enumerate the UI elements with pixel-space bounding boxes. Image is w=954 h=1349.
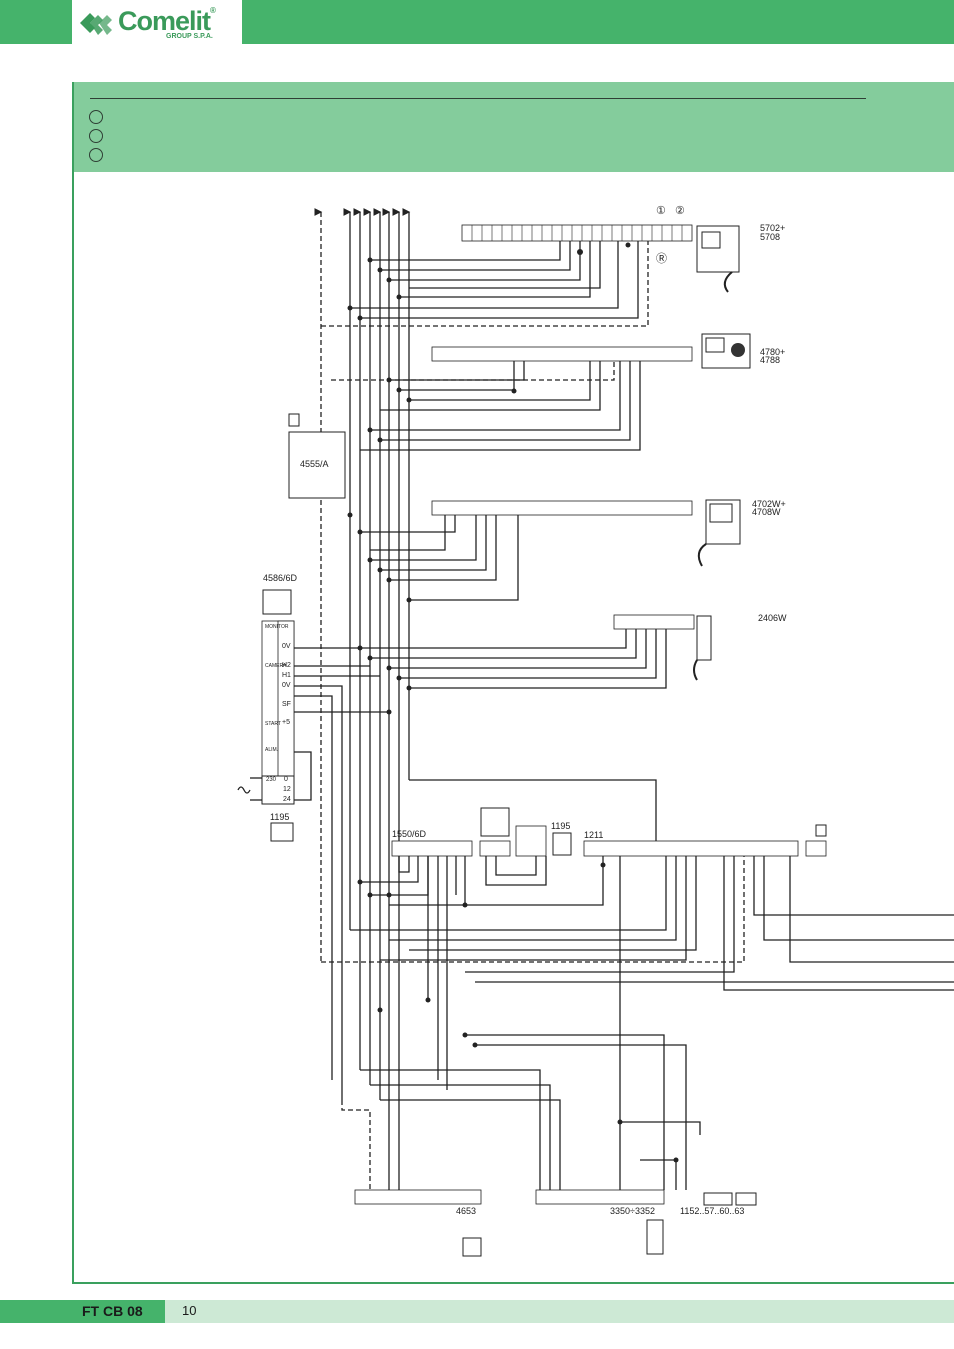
psu-side-label: MONITOR	[265, 624, 289, 630]
marker-2: ②	[675, 205, 685, 217]
psu-1550-icon	[480, 807, 510, 837]
wiring-4780	[331, 361, 641, 451]
lock-1152-icon	[703, 1192, 757, 1206]
label-4788: 4788	[760, 355, 780, 365]
psu-term-sf: SF	[282, 701, 291, 708]
keypad-3350-icon	[646, 1219, 664, 1255]
transformer-1195-b	[552, 832, 572, 856]
psu-side-label: CAMERA	[265, 663, 287, 669]
terminal-block-1211-aux	[805, 840, 827, 857]
psu-term-h1: H1	[282, 672, 291, 679]
transformer-1195-a	[270, 822, 294, 842]
label-1195-a: 1195	[270, 812, 289, 822]
label-4708w: 4708W	[752, 507, 781, 517]
legend-circle-3	[89, 148, 103, 162]
brand-sub: GROUP S.P.A.	[166, 33, 213, 40]
psu-term-0: 0	[284, 776, 288, 783]
wiring-4702w	[360, 515, 519, 601]
terminal-block-2406w	[613, 614, 712, 681]
psu-term-0v-b: 0V	[282, 682, 291, 689]
psu-term-5: +5	[282, 719, 290, 726]
terminal-block-1550	[391, 840, 473, 857]
psu-term-0v: 0V	[282, 643, 291, 650]
psu-side-label: START	[265, 721, 281, 727]
riser-bus	[314, 208, 411, 1180]
psu-term-12: 12	[283, 786, 291, 793]
wiring-2406w	[360, 629, 667, 689]
footer-code: FT CB 08	[82, 1303, 143, 1319]
label-4586: 4586/6D	[263, 573, 298, 583]
marker-1: ①	[656, 205, 666, 217]
label-1152: 1152..57..60..63	[680, 1206, 744, 1216]
panel-4653-icon	[462, 1237, 482, 1257]
legend-rule	[90, 98, 866, 99]
label-5708: 5708	[760, 232, 780, 242]
module-4555a	[288, 413, 346, 499]
brand-logo: Comelit® GROUP S.P.A.	[72, 0, 242, 44]
legend-panel	[74, 82, 954, 172]
label-4702w: 4702W+	[752, 499, 786, 509]
wiring-1550-1211	[321, 779, 954, 1190]
label-1211: 1211	[584, 830, 603, 840]
label-3350: 3350÷3352	[610, 1206, 655, 1216]
terminal-block-4702w	[431, 499, 741, 567]
footer-code-box: FT CB 08	[0, 1300, 165, 1323]
legend-circle-2	[89, 129, 103, 143]
label-1195-b: 1195	[551, 821, 570, 831]
junction-dots	[347, 242, 679, 1163]
label-4555a: 4555/A	[300, 459, 329, 469]
psu-term-24: 24	[283, 796, 291, 803]
psu-term-230: 230	[266, 777, 277, 783]
transformer-1195-b-terminals	[515, 825, 547, 857]
monitor-5702-icon	[696, 225, 740, 293]
label-2406w: 2406W	[758, 613, 787, 623]
footer-bar: FT CB 08 10	[0, 1300, 954, 1323]
terminal-block-5702	[461, 224, 693, 242]
marker-3: Ⓡ	[656, 252, 667, 265]
label-1550: 1550/6D	[392, 829, 427, 839]
wiring-5702	[321, 241, 649, 327]
page-number: 10	[182, 1303, 197, 1318]
label-5702: 5702+	[760, 223, 785, 233]
label-4780: 4780+	[760, 347, 785, 357]
legend-circle-1	[89, 110, 103, 124]
psu-4586	[261, 589, 295, 805]
label-4653: 4653	[456, 1206, 476, 1216]
terminal-block-4780	[431, 333, 751, 369]
tool-1211-icon	[815, 824, 827, 837]
comelit-logo-icon	[80, 13, 112, 35]
terminal-block-1211	[583, 840, 799, 857]
psu-term-h2: H2	[282, 662, 291, 669]
terminal-block-1550-power	[479, 840, 511, 857]
brand-name: Comelit®	[118, 6, 216, 36]
terminal-block-4653	[354, 1189, 482, 1205]
content-frame	[72, 82, 954, 1284]
terminal-block-3350	[535, 1189, 665, 1205]
wiring-psu	[237, 647, 389, 1100]
psu-side-label: ALIM.	[265, 747, 278, 753]
